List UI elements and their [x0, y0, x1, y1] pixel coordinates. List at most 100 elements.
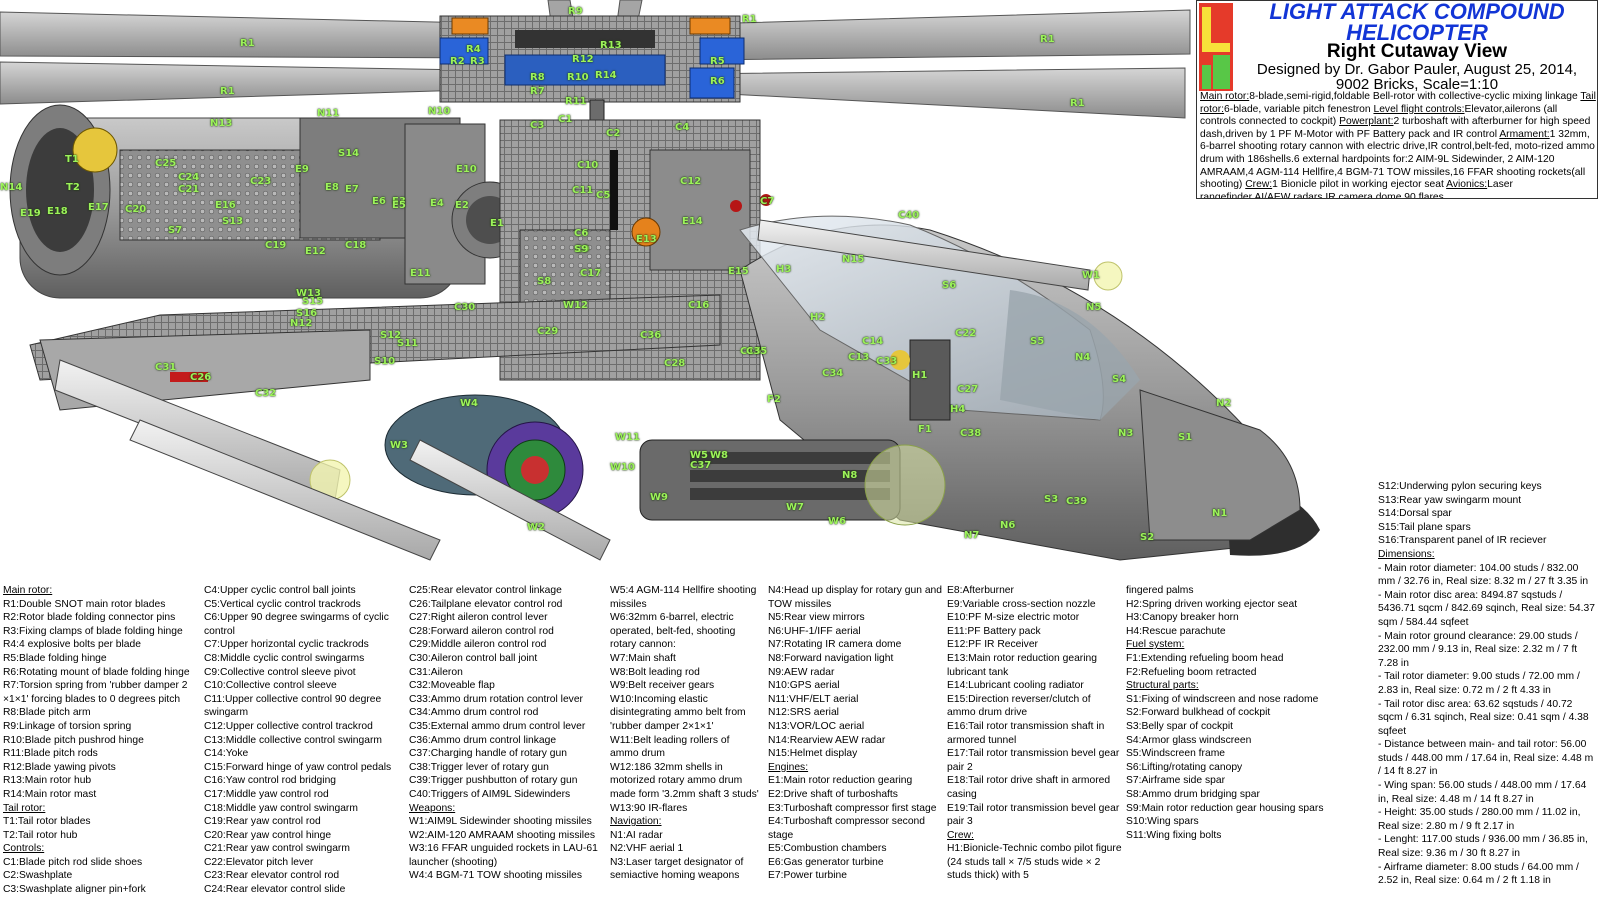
- legend-item: W6:32mm 6-barrel, electric operated, bel…: [610, 612, 736, 651]
- callout-label: S7: [168, 225, 183, 236]
- legend-item: C11:Upper collective control 90 degree s…: [204, 693, 382, 719]
- callout-label: R1: [1070, 98, 1085, 109]
- legend-item: T1:Tail rotor blades: [3, 816, 91, 828]
- legend-item: C32:Moveable flap: [409, 680, 495, 692]
- callout-label: R1: [1040, 34, 1055, 45]
- legend-item: E17:Tail rotor transmission bevel gear p…: [947, 748, 1120, 773]
- legend-item: R1:Double SNOT main rotor blades: [3, 598, 166, 610]
- legend-item: F2:Refueling boom retracted: [1126, 666, 1257, 678]
- spec-heading: Level flight controls:: [1373, 103, 1465, 115]
- callout-label: W10: [610, 462, 635, 473]
- legend-item: E9:Variable cross-section nozzle: [947, 598, 1096, 610]
- legend-item: C35:External ammo drum control lever: [409, 720, 586, 732]
- legend-item: C7:Upper horizontal cyclic trackrods: [204, 639, 369, 651]
- legend-item: R6:Rotating mount of blade folding hinge: [3, 666, 190, 678]
- legend-item: W10:Incoming elastic disintegrating ammo…: [610, 693, 746, 732]
- legend-item: S2:Forward bulkhead of cockpit: [1126, 707, 1271, 719]
- callout-label: E3: [392, 196, 406, 207]
- callout-label: N10: [428, 106, 451, 117]
- callout-label: E8: [325, 182, 339, 193]
- callout-label: E1: [490, 218, 504, 229]
- legend-item: W9:Belt receiver gears: [610, 680, 715, 692]
- callout-label: T2: [66, 182, 80, 193]
- legend-item: R3:Fixing clamps of blade folding hinge: [3, 625, 183, 637]
- legend-item: T2:Tail rotor hub: [3, 829, 78, 841]
- spec-text-run: 8-blade,semi-rigid,foldable Bell-rotor w…: [1249, 91, 1578, 102]
- title-box: LIGHT ATTACK COMPOUND HELICOPTER Right C…: [1196, 0, 1598, 199]
- callout-label: C5: [596, 190, 611, 201]
- legend-item: - Tail rotor diameter: 9.00 studs / 72.0…: [1378, 671, 1580, 696]
- callout-label: C30: [454, 302, 476, 313]
- legend-item: C31:Aileron: [409, 666, 463, 678]
- legend-item: - Main rotor ground clearance: 29.00 stu…: [1378, 630, 1578, 669]
- callout-label: W4: [460, 398, 478, 409]
- legend-item: - Height: 35.00 studs / 280.00 mm / 11.0…: [1378, 807, 1581, 832]
- callout-label: R13: [600, 40, 622, 51]
- rotary-cannon: [639, 439, 946, 526]
- callout-label: C32: [255, 388, 277, 399]
- legend-item: R11:Blade pitch rods: [3, 748, 98, 760]
- legend-item: S11:Wing fixing bolts: [1126, 829, 1222, 841]
- spec-heading: Main rotor:: [1200, 91, 1250, 102]
- legend-item: R14:Main rotor mast: [3, 788, 97, 800]
- callout-label: C3: [530, 120, 545, 131]
- legend-item: C30:Aileron control ball joint: [409, 652, 538, 664]
- callout-label: N7: [964, 530, 980, 541]
- callout-label: N5: [1086, 302, 1102, 313]
- callout-label: W1: [1082, 270, 1100, 281]
- callout-label: N6: [1000, 520, 1016, 531]
- title: LIGHT ATTACK COMPOUND HELICOPTER: [1237, 1, 1597, 45]
- callout-label: W8: [710, 450, 728, 461]
- callout-label: C4: [675, 122, 690, 133]
- legend-heading: Controls:: [3, 843, 45, 855]
- legend-item: N7:Rotating IR camera dome: [768, 639, 902, 651]
- legend-item: C17:Middle yaw control rod: [204, 788, 329, 800]
- spec-text-run: 6-blade, variable pitch fenestron: [1224, 103, 1371, 115]
- spec-heading: Avionics:: [1446, 179, 1488, 191]
- callout-label: C9: [575, 244, 590, 255]
- legend-item: W5:4 AGM-114 Hellfire shooting missiles: [610, 585, 757, 610]
- callout-label: E2: [455, 200, 469, 211]
- legend-item: C27:Right aileron control lever: [409, 612, 548, 624]
- spec-text-run: 2 turboshaft with afterburner for high s…: [1200, 116, 1591, 140]
- callout-label: W6: [828, 516, 846, 527]
- callout-label: W12: [563, 300, 588, 311]
- callout-label: R3: [470, 56, 485, 67]
- legend-item: C21:Rear yaw control swingarm: [204, 843, 350, 855]
- callout-label: N13: [210, 118, 233, 129]
- spec-text-run: 1 32mm, 6-barrel shooting rotary cannon …: [1200, 128, 1595, 191]
- legend-heading: Dimensions:: [1378, 548, 1435, 560]
- legend-item: N3:Laser target designator of semiactive…: [610, 856, 744, 882]
- callout-label: R10: [567, 72, 589, 83]
- title-line-2: HELICOPTER: [1346, 20, 1488, 45]
- legend-item: S4:Armor glass windscreen: [1126, 734, 1252, 746]
- legend-item: E15:Direction reverser/clutch of ammo dr…: [947, 693, 1091, 719]
- callout-label: S14: [338, 148, 360, 159]
- spec-heading: Powerplant:: [1339, 116, 1394, 128]
- legend-column-5: N4:Head up display for rotary gun and TO…: [768, 584, 943, 883]
- legend-item: C23:Rear elevator control rod: [204, 870, 340, 882]
- legend-item: C34:Ammo drum control rod: [409, 707, 539, 719]
- legend-item: N13:VOR/LOC aerial: [768, 720, 865, 732]
- legend-item: R7:Torsion spring from 'rubber damper 2 …: [3, 680, 188, 705]
- legend-item: N2:VHF aerial 1: [610, 843, 684, 855]
- legend-item: C38:Trigger lever of rotary gun: [409, 761, 549, 773]
- callout-label: W5: [690, 450, 708, 461]
- legend-item: C6:Upper 90 degree swingarms of cyclic c…: [204, 612, 389, 637]
- callout-label: R14: [595, 70, 617, 81]
- callout-label: R9: [568, 6, 583, 17]
- callout-label: N15: [842, 254, 865, 265]
- legend-item: - Airframe diameter: 8.00 studs / 64.00 …: [1378, 861, 1579, 887]
- fuselage-rear: [9, 104, 529, 299]
- legend-item: S1:Fixing of windscreen and nose radome: [1126, 693, 1319, 705]
- legend-item: N5:Rear view mirrors: [768, 612, 865, 624]
- callout-label: E5: [392, 200, 406, 211]
- legend-item: W7:Main shaft: [610, 652, 676, 664]
- legend-item: S9:Main rotor reduction gear housing spa…: [1126, 802, 1324, 814]
- legend-item: R9:Linkage of torsion spring: [3, 720, 132, 732]
- callout-label: H3: [776, 264, 792, 275]
- legend-item: E4:Turboshaft compressor second stage: [768, 816, 926, 841]
